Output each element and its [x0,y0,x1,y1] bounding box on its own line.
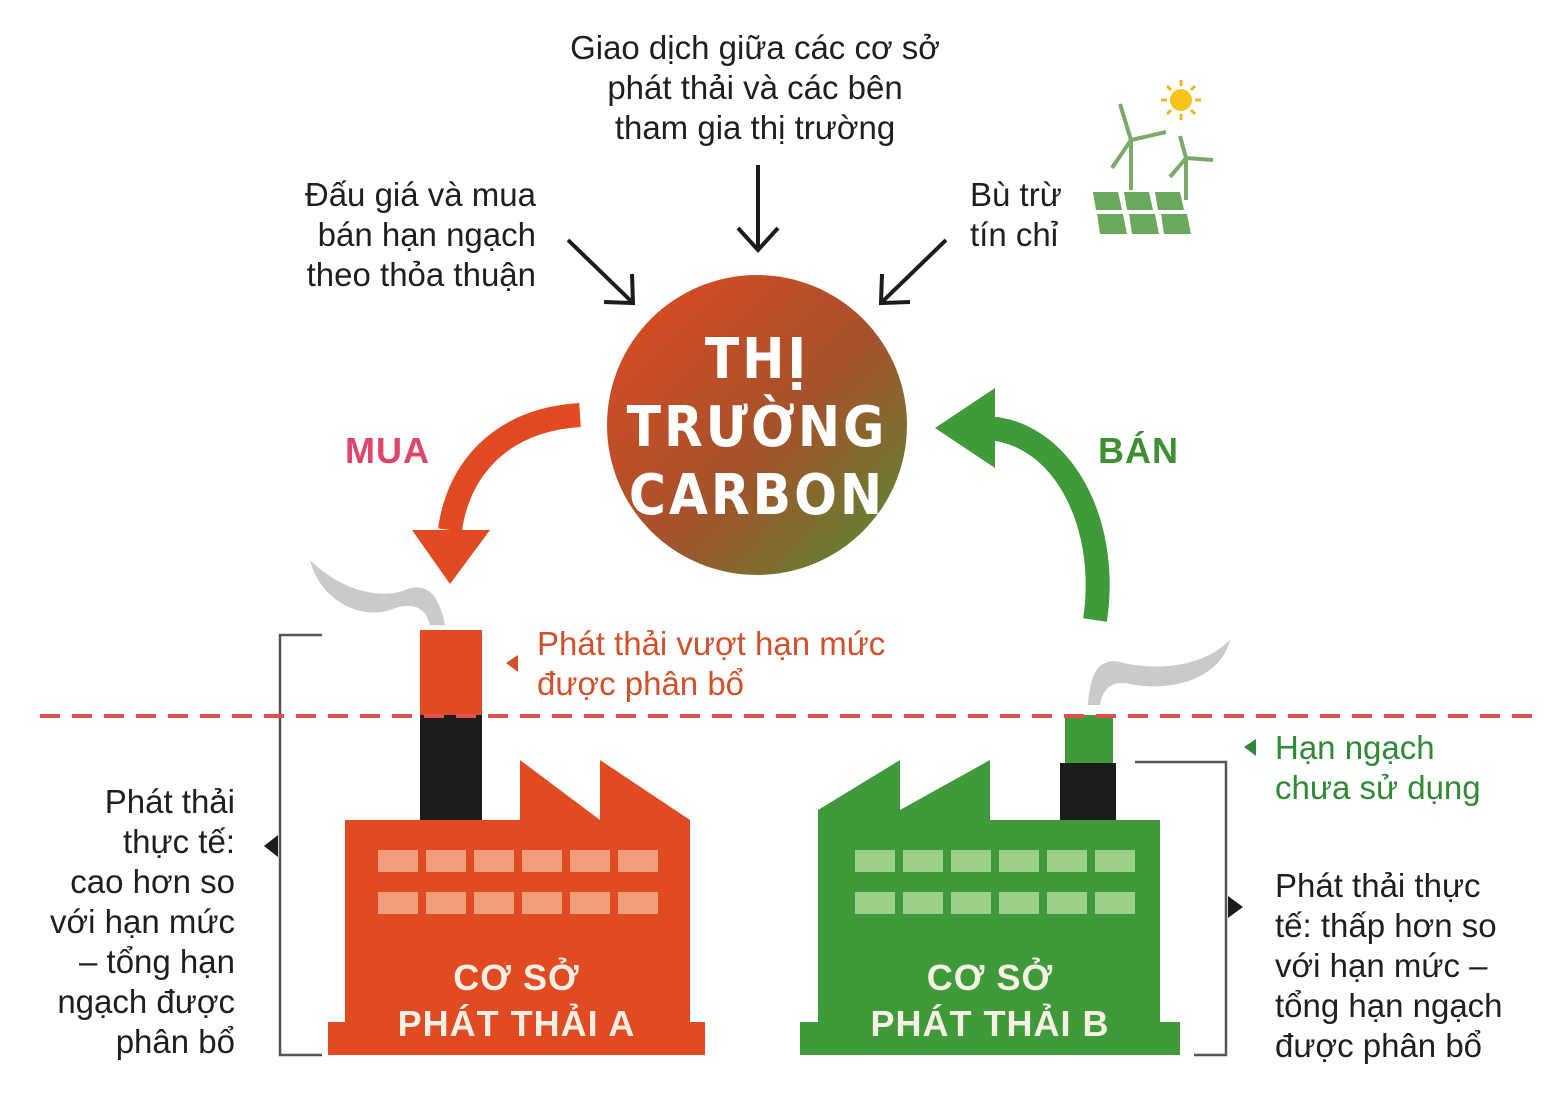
unused-note-pointer [1244,739,1256,756]
factory-a-chimney-base [420,715,482,820]
excess-note-line: Phát thải vượt hạn mức [537,625,886,662]
bracket-b-pointer [1228,896,1243,918]
left-top-text-line: theo thỏa thuận [306,256,536,293]
bracket-a [278,633,322,1057]
left-bottom-text-line: thực tế: [123,823,235,860]
excess-note-pointer [506,655,518,672]
factory-a [328,630,705,1055]
renewable-energy-icon [1093,80,1214,234]
carbon-market-title-line: TRƯỜNG [626,395,888,460]
smoke-b-icon [1088,640,1230,705]
left-bottom-text: Phát thải thực tế: cao hơn so với hạn mứ… [20,782,235,1062]
right-bottom-text-line: được phân bổ [1275,1027,1483,1064]
right-bottom-text-line: với hạn mức – [1275,947,1488,984]
buy-label: MUA [345,430,430,471]
right-bottom-text-line: Phát thải thực [1275,867,1481,904]
factory-b-windows [855,850,1135,914]
factory-b-label-line: CƠ SỞ [926,957,1054,998]
smoke-a-icon [310,560,445,625]
right-top-text: Bù trừ tín chỉ [970,175,1090,255]
carbon-market-circle [607,275,907,575]
unused-note: Hạn ngạch chưa sử dụng [1275,728,1535,808]
buy-arrow-head [412,530,490,584]
top-text-line: Giao dịch giữa các cơ sở [570,29,940,66]
left-top-text: Đấu giá và mua bán hạn ngạch theo thỏa t… [240,175,536,295]
solar-panel-icon [1093,192,1191,234]
sell-arrow [984,416,1110,622]
arrow-top [736,165,780,253]
arrow-right [878,238,948,306]
carbon-market-title-line: THỊ [704,327,810,392]
left-bottom-text-line: cao hơn so [70,863,235,900]
top-text: Giao dịch giữa các cơ sở phát thải và cá… [530,28,980,148]
sun-icon [1161,80,1201,120]
factory-b-label-line: PHÁT THẢI B [870,1003,1110,1044]
factory-a-windows [378,850,658,914]
bracket-a-pointer [264,835,278,857]
factory-b [800,715,1180,1055]
factory-a-label: CƠ SỞ PHÁT THẢI A [328,955,705,1047]
sell-arrow-head [935,388,995,468]
left-bottom-text-line: ngạch được [57,983,235,1020]
right-top-text-line: Bù trừ [970,176,1062,213]
factory-b-label: CƠ SỞ PHÁT THẢI B [800,955,1180,1047]
excess-note-line: được phân bổ [537,665,745,702]
right-top-text-line: tín chỉ [970,216,1059,253]
left-bottom-text-line: với hạn mức [50,903,235,940]
right-bottom-text-line: tổng hạn ngạch [1275,987,1503,1024]
top-text-line: tham gia thị trường [614,109,896,146]
right-bottom-text-line: tế: thấp hơn so [1275,907,1497,944]
unused-note-line: Hạn ngạch [1275,729,1435,766]
top-text-line: phát thải và các bên [607,69,903,106]
factory-b-chimney-base [1060,763,1116,820]
wind-turbine-icon [1110,103,1214,200]
buy-arrow [438,403,581,532]
bracket-b [1135,760,1228,1057]
excess-note: Phát thải vượt hạn mức được phân bổ [537,624,957,704]
left-top-text-line: Đấu giá và mua [304,176,536,213]
left-bottom-text-line: Phát thải [104,783,235,820]
left-top-text-line: bán hạn ngạch [317,216,536,253]
carbon-market-title-line: CARBON [628,463,886,528]
factory-a-label-line: PHÁT THẢI A [397,1003,636,1044]
factory-a-chimney-excess [420,630,482,715]
factory-a-label-line: CƠ SỞ [453,957,580,998]
sell-label: BÁN [1098,430,1179,471]
factory-a-body [328,760,705,1055]
right-bottom-text: Phát thải thực tế: thấp hơn so với hạn m… [1275,866,1555,1066]
unused-note-line: chưa sử dụng [1275,769,1481,806]
arrow-left [566,238,636,306]
left-bottom-text-line: – tổng hạn [79,943,235,980]
carbon-market-title: THỊ TRƯỜNG CARBON [607,326,907,530]
factory-b-chimney-unused [1065,715,1113,763]
left-bottom-text-line: phân bổ [115,1023,235,1060]
